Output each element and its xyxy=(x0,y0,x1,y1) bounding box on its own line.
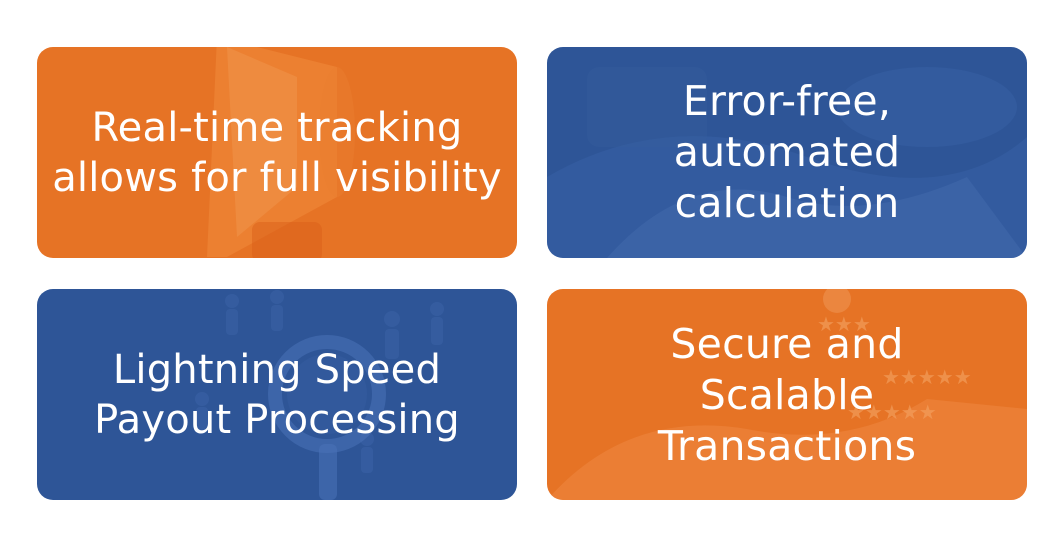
feature-line: Real-time tracking xyxy=(91,104,463,151)
feature-line: calculation xyxy=(674,179,900,227)
feature-card-lightning-speed-payout: Lightning Speed Payout Processing xyxy=(37,289,517,500)
feature-line: allows for full visibility xyxy=(52,154,502,201)
feature-line: Lightning Speed xyxy=(112,346,442,393)
feature-card-error-free-calculation: Error-free, automated calculation xyxy=(547,47,1027,258)
feature-text: Lightning Speed Payout Processing xyxy=(86,345,468,445)
feature-line: Transactions xyxy=(657,422,917,470)
feature-text: Secure and Scalable Transactions xyxy=(650,319,924,472)
feature-line: automated xyxy=(673,128,901,176)
feature-line: Error-free, xyxy=(682,77,892,125)
feature-card-real-time-tracking: Real-time tracking allows for full visib… xyxy=(37,47,517,258)
feature-text: Real-time tracking allows for full visib… xyxy=(44,103,510,203)
feature-line: Scalable xyxy=(699,371,875,419)
feature-line: Payout Processing xyxy=(94,396,460,443)
feature-text: Error-free, automated calculation xyxy=(666,76,908,229)
feature-card-secure-scalable-transactions: ★★★★★ ★★★★★ ★★★ Secure and Scalable Tran… xyxy=(547,289,1027,500)
feature-line: Secure and xyxy=(670,320,904,368)
